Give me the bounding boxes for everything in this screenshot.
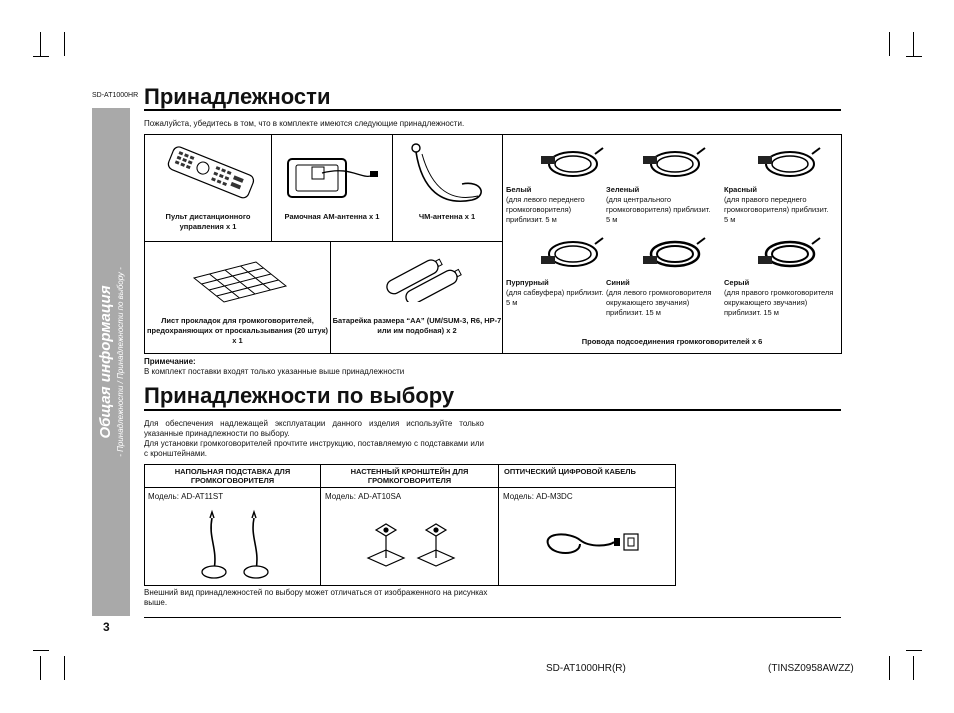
crop-mark [40, 656, 41, 680]
optional-table [144, 464, 676, 586]
crop-mark [33, 650, 49, 651]
wall-bracket-icon [366, 523, 456, 567]
speaker-pads-icon [192, 261, 288, 303]
crop-mark [906, 650, 922, 651]
speaker-wire-icon [643, 237, 706, 268]
am-loop-antenna-icon [287, 158, 378, 198]
page-number: 3 [103, 620, 110, 634]
footer-rule [144, 617, 841, 618]
optional-head-cable: ОПТИЧЕСКИЙ ЦИФРОВОЙ КАБЕЛЬ [504, 467, 636, 476]
battery-caption: Батарейка размера “AA” (UM/SUM-3, R6, HP… [332, 316, 502, 335]
remote-caption: Пульт дистанционного управления x 1 [165, 212, 251, 231]
model-code: SD-AT1000HR [92, 92, 139, 99]
note: Примечание: В комплект поставки входят т… [144, 357, 404, 377]
crop-mark [64, 656, 65, 680]
wires-caption: Провода подсоединения громкоговорителей … [581, 337, 763, 346]
remote-control-icon [167, 146, 255, 199]
speaker-wire-icon [643, 147, 706, 177]
speaker-wire-icon [541, 237, 604, 267]
am-antenna-caption: Рамочная AM-антенна x 1 [284, 212, 380, 221]
sidebar-title: Общая информация [97, 285, 114, 439]
crop-mark [913, 656, 914, 680]
pads-caption: Лист прокладок для громкоговорителей, пр… [147, 316, 328, 345]
crop-mark [906, 56, 922, 57]
battery-icon [386, 258, 462, 302]
fm-antenna-caption: ЧМ-антенна x 1 [418, 212, 476, 221]
sidebar-subtitle: - Принадлежности / Принадлежности по выб… [116, 267, 125, 457]
crop-mark [40, 32, 41, 56]
optional-model-bracket: Модель: AD-AT10SA [325, 492, 402, 501]
crop-mark [889, 32, 890, 56]
note-label: Примечание: [144, 357, 196, 366]
optional-head-stand: НАПОЛЬНАЯ ПОДСТАВКА ДЛЯ ГРОМКОГОВОРИТЕЛЯ [174, 467, 291, 485]
optional-model-stand: Модель: AD-AT11ST [148, 492, 224, 501]
accessories-table [144, 134, 842, 354]
footer-code: (TINSZ0958AWZZ) [768, 663, 854, 674]
title-rule [144, 409, 841, 411]
optional-footnote: Внешний вид принадлежностей по выбору мо… [144, 588, 488, 607]
note-text: В комплект поставки входят только указан… [144, 367, 405, 376]
page-title: Принадлежности [144, 84, 331, 109]
section-title-optional: Принадлежности по выбору [144, 383, 455, 408]
crop-mark [913, 32, 914, 56]
optical-cable-icon [546, 533, 639, 554]
wire-label-purple: Пурпурный(для сабвуфера) приблизит. 5 м [506, 278, 604, 307]
crop-mark [64, 32, 65, 56]
speaker-wire-icon [758, 237, 821, 268]
wire-label-gray: Серый(для правого громкоговорителя окруж… [724, 278, 834, 317]
fm-antenna-icon [411, 143, 482, 202]
title-rule [144, 109, 841, 111]
crop-mark [33, 56, 49, 57]
speaker-wire-icon [758, 147, 821, 177]
optional-head-bracket: НАСТЕННЫЙ КРОНШТЕЙН ДЛЯ ГРОМКОГОВОРИТЕЛЯ [350, 467, 469, 485]
footer-model: SD-AT1000HR(R) [546, 663, 626, 674]
sidebar-tab: Общая информация - Принадлежности / Прин… [92, 108, 130, 616]
wire-label-white: Белый(для левого переднего громкоговорит… [506, 185, 585, 224]
optional-paragraph: Для обеспечения надлежащей эксплуатации … [144, 419, 484, 458]
wire-label-green: Зеленый(для центрального громкоговорител… [606, 185, 711, 224]
wire-label-red: Красный(для правого переднего громкогово… [724, 185, 829, 224]
crop-mark [889, 656, 890, 680]
intro-text: Пожалуйста, убедитесь в том, что в компл… [144, 119, 465, 128]
speaker-wire-icon [541, 147, 604, 177]
wire-label-blue: Синий(для левого громкоговорителя окружа… [606, 278, 712, 317]
optional-model-cable: Модель: AD-M3DC [503, 492, 573, 501]
speaker-stand-icon [201, 509, 269, 579]
